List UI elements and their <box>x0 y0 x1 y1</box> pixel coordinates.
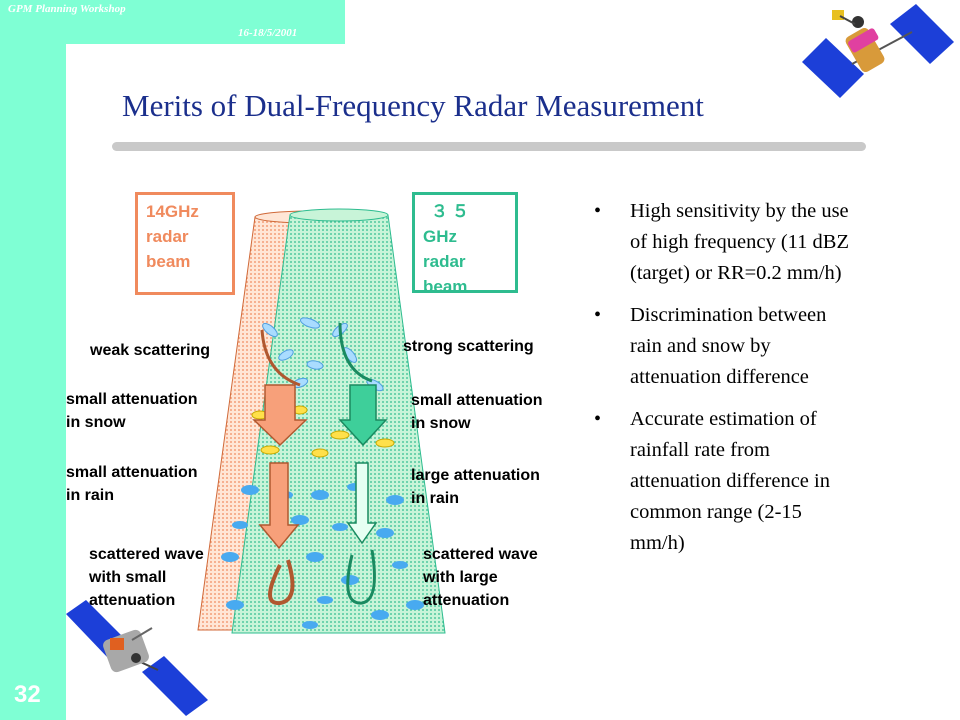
caption-line: in rain <box>411 490 460 507</box>
caption-line: scattered wave <box>423 546 538 563</box>
ku-label-line: radar <box>146 227 189 246</box>
bullet-line: attenuation difference <box>630 366 809 388</box>
bullet-line: common range (2-15 <box>630 501 802 523</box>
caption-left-wave: scattered wave with small attenuation <box>89 543 204 612</box>
page-number: 32 <box>14 681 41 708</box>
ka-label-line: radar <box>423 252 466 271</box>
bullet-line: of high frequency (11 dBZ <box>630 231 849 253</box>
ku-label-line: beam <box>146 252 191 271</box>
caption-line: small attenuation <box>66 464 198 481</box>
bullet-line: mm/h) <box>630 532 685 554</box>
caption-left-snow: small attenuation in snow <box>66 388 198 434</box>
caption-line: small attenuation <box>411 392 543 409</box>
satellite-small-icon <box>66 600 208 716</box>
ka-label-line: beam <box>423 277 468 296</box>
list-item: Accurate estimation of rainfall rate fro… <box>590 404 920 559</box>
slide-title: Merits of Dual-Frequency Radar Measureme… <box>122 88 704 123</box>
caption-right-snow: small attenuation in snow <box>411 389 543 435</box>
bullet-line: attenuation difference in <box>630 470 830 492</box>
bullet-line: Accurate estimation of <box>630 408 817 430</box>
caption-line: attenuation <box>89 592 176 609</box>
caption-line: scattered wave <box>89 546 204 563</box>
caption-line: small attenuation <box>66 391 198 408</box>
bullet-line: High sensitivity by the use <box>630 200 849 222</box>
workshop-name: GPM Planning Workshop <box>8 3 126 15</box>
caption-line: with small <box>89 569 167 586</box>
caption-line: in snow <box>66 414 126 431</box>
bullet-line: Discrimination between <box>630 304 827 326</box>
workshop-date: 16-18/5/2001 <box>238 27 298 39</box>
caption-right-wave: scattered wave with large attenuation <box>423 543 538 612</box>
ka-beam-label: ３５ GHz radar beam <box>412 192 518 296</box>
caption-line: large attenuation <box>411 467 540 484</box>
caption-line: in snow <box>411 415 471 432</box>
bullet-line: rainfall rate from <box>630 439 771 461</box>
ku-beam-label: 14GHz radar beam <box>135 192 235 295</box>
list-item: High sensitivity by the use of high freq… <box>590 196 920 289</box>
header-band <box>0 0 345 44</box>
caption-left-rain: small attenuation in rain <box>66 461 198 507</box>
caption-line: in rain <box>66 487 115 504</box>
list-item: Discrimination between rain and snow by … <box>590 300 920 393</box>
title-underline <box>112 142 866 151</box>
radar-beam-diagram <box>197 208 446 634</box>
merits-list: High sensitivity by the use of high freq… <box>590 196 920 570</box>
ka-label-line: GHz <box>423 227 457 246</box>
caption-weak-scattering: weak scattering <box>90 342 211 359</box>
bullet-line: rain and snow by <box>630 335 771 357</box>
caption-line: attenuation <box>423 592 510 609</box>
caption-line: with large <box>423 569 498 586</box>
ka-label-line: ３５ <box>431 202 473 221</box>
sidebar-band <box>0 0 66 720</box>
caption-strong-scattering: strong scattering <box>403 338 534 355</box>
bullet-line: (target) or RR=0.2 mm/h) <box>630 262 842 284</box>
satellite-icon <box>802 4 954 98</box>
caption-right-rain: large attenuation in rain <box>411 464 540 510</box>
ku-label-line: 14GHz <box>146 202 199 221</box>
